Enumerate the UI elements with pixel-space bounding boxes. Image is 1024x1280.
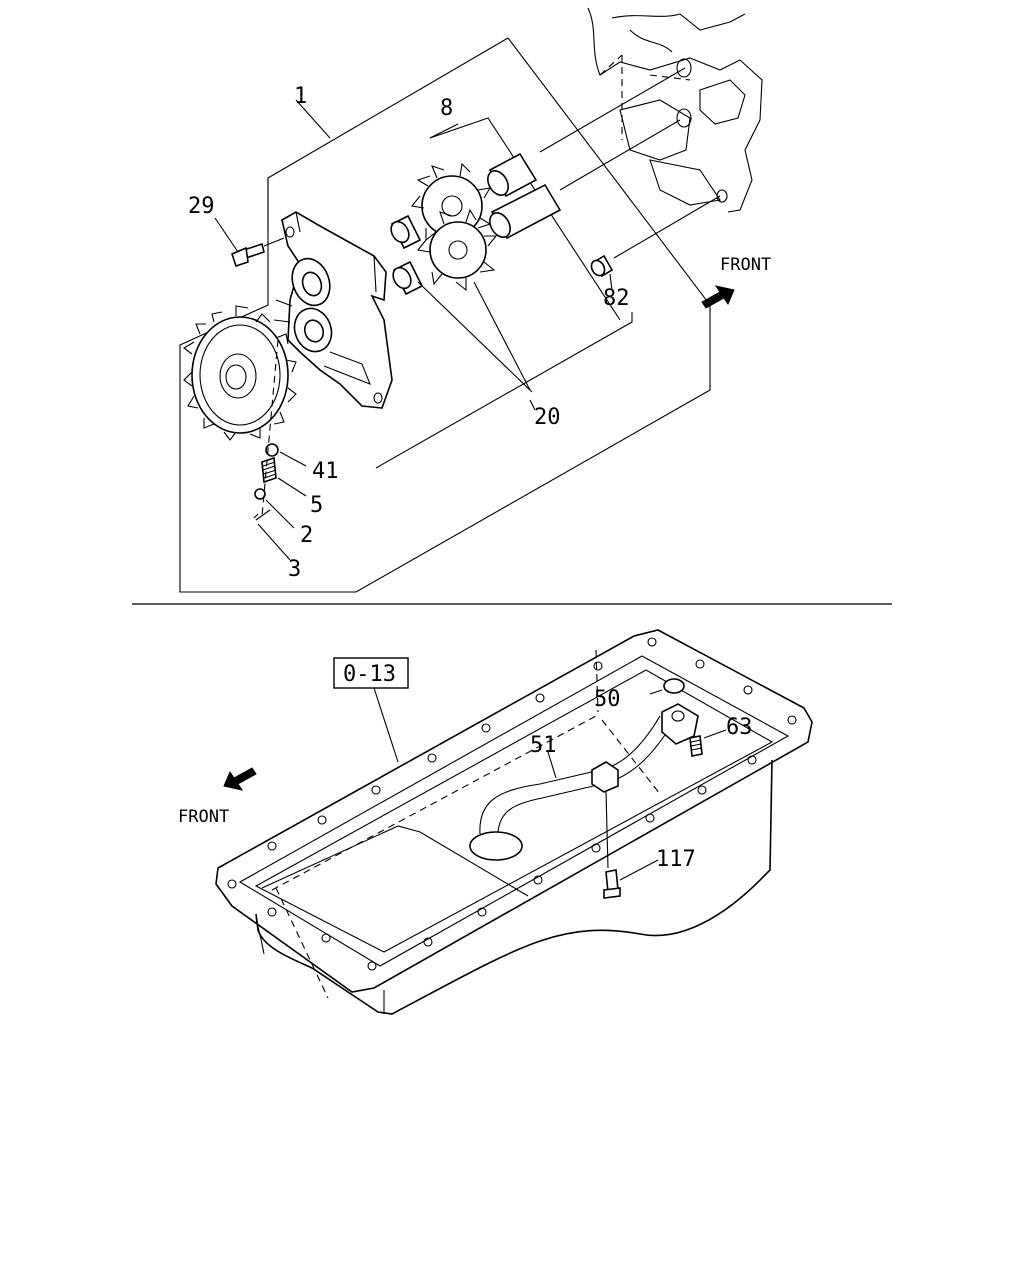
roller-upper: [390, 214, 422, 250]
ref-box-label: 0-13: [343, 662, 396, 687]
callout-5: 5: [310, 493, 323, 518]
pump-housing: [273, 211, 393, 409]
relief-spring-5: [261, 456, 307, 497]
ref-box: [333, 657, 409, 689]
bolt-29: [214, 217, 285, 268]
callout-63: 63: [726, 715, 753, 740]
callout-8: 8: [440, 96, 453, 121]
front-label-lower: FRONT: [178, 807, 229, 827]
relief-ball-41: [265, 443, 307, 467]
gasket-50: [663, 678, 685, 694]
callout-41: 41: [312, 459, 339, 484]
shaft-pin: [489, 119, 681, 240]
callout-82: 82: [603, 286, 630, 311]
roller-lower: [392, 260, 424, 296]
front-arrow-icon: [701, 285, 735, 309]
bolt-63: [689, 729, 727, 757]
dowel-pin: [487, 67, 686, 198]
engine-block: [587, 7, 763, 213]
rotor-gear-lower: [416, 208, 498, 292]
callout-20: 20: [534, 405, 561, 430]
relief-plug-2: [254, 488, 295, 529]
drive-gear: [183, 305, 297, 441]
callout-29: 29: [188, 194, 215, 219]
front-label-upper: FRONT: [720, 255, 771, 275]
pan-bolt-holes: [227, 637, 797, 971]
callout-2: 2: [300, 523, 313, 548]
oil-strainer-51: [469, 703, 699, 869]
front-arrow-icon: [223, 767, 257, 791]
bracket-20: [375, 312, 633, 469]
cotter-pin-3: [253, 509, 291, 561]
oil-pump-section: 1 8 29 82 20 41 5 2 3 FRONT: [179, 7, 771, 593]
callout-51: 51: [530, 733, 557, 758]
bolt-117: [603, 859, 659, 899]
callout-3: 3: [288, 557, 301, 582]
assembly-frame: [179, 37, 711, 593]
callout-50: 50: [594, 687, 621, 712]
oil-pan: [215, 629, 813, 1015]
callout-1: 1: [294, 84, 307, 109]
bushing-82: [590, 195, 721, 278]
oil-pan-section: 0-13: [178, 629, 813, 1015]
callout-117: 117: [656, 847, 696, 872]
